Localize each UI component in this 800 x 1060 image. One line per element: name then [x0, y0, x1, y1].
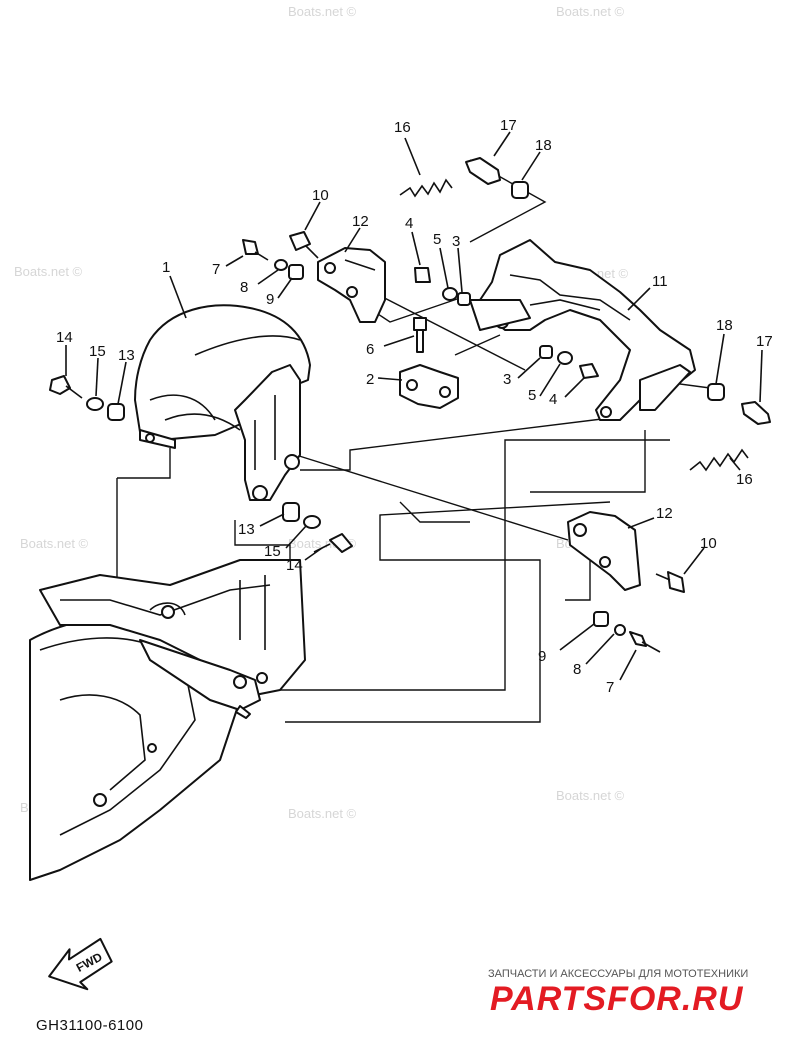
callout-4: 4 — [549, 391, 557, 408]
callout-7: 7 — [212, 261, 220, 278]
watermark: Boats.net © — [288, 806, 357, 821]
callout-3: 3 — [452, 233, 460, 250]
part-2-clamp — [399, 364, 459, 409]
callout-4: 4 — [405, 215, 413, 232]
watermark: Boats.net © — [288, 4, 357, 19]
callout-13: 13 — [238, 521, 255, 538]
callout-2: 2 — [366, 371, 374, 388]
callout-5: 5 — [528, 387, 536, 404]
publisher-tagline: ЗАПЧАСТИ И АКСЕССУАРЫ ДЛЯ МОТОТЕХНИКИ — [488, 968, 748, 980]
callout-3: 3 — [503, 371, 511, 388]
part-11-steering-bracket — [469, 239, 696, 421]
callout-15: 15 — [264, 543, 281, 560]
callout-17: 17 — [500, 117, 517, 134]
callout-12: 12 — [656, 505, 673, 522]
callout-17: 17 — [756, 333, 773, 350]
hardware-bolts-washers — [49, 157, 771, 653]
part-12-lever-upper — [317, 247, 386, 323]
callout-7: 7 — [606, 679, 614, 696]
watermark: Boats.net © — [556, 4, 625, 19]
callout-6: 6 — [366, 341, 374, 358]
callout-15: 15 — [89, 343, 106, 360]
callout-9: 9 — [266, 291, 274, 308]
callout-leaders — [65, 131, 763, 681]
publisher-logo-text: PARTSFOR.RU — [490, 980, 744, 1018]
callout-labels: 16 17 18 10 12 4 5 3 7 8 9 1 11 14 15 13… — [56, 117, 773, 696]
jet-pump-hull — [29, 559, 306, 881]
callout-1: 1 — [162, 259, 170, 276]
callout-10: 10 — [312, 187, 329, 204]
callout-14: 14 — [286, 557, 303, 574]
callout-9: 9 — [538, 648, 546, 665]
fwd-direction-arrow: FWD — [48, 937, 113, 991]
callout-18: 18 — [716, 317, 733, 334]
callout-11: 11 — [652, 273, 668, 290]
nozzle-bracket-arm — [234, 364, 301, 501]
publisher-logo: ЗАПЧАСТИ И АКСЕССУАРЫ ДЛЯ МОТОТЕХНИКИ PA… — [488, 968, 748, 1018]
callout-8: 8 — [573, 661, 581, 678]
watermark: Boats.net © — [20, 536, 89, 551]
callout-12: 12 — [352, 213, 369, 230]
callout-5: 5 — [433, 231, 441, 248]
callout-14: 14 — [56, 329, 73, 346]
callout-8: 8 — [240, 279, 248, 296]
part-6-grease-fitting — [413, 317, 427, 353]
watermark: Boats.net © — [556, 788, 625, 803]
callout-13: 13 — [118, 347, 135, 364]
drawing-code: GH31100-6100 — [36, 1017, 143, 1034]
callout-16: 16 — [736, 471, 753, 488]
callout-16: 16 — [394, 119, 411, 136]
callout-18: 18 — [535, 137, 552, 154]
part-1-deflector-cover — [134, 304, 311, 449]
watermark: Boats.net © — [14, 264, 83, 279]
part-12-lever-lower — [567, 511, 641, 591]
callout-10: 10 — [700, 535, 717, 552]
